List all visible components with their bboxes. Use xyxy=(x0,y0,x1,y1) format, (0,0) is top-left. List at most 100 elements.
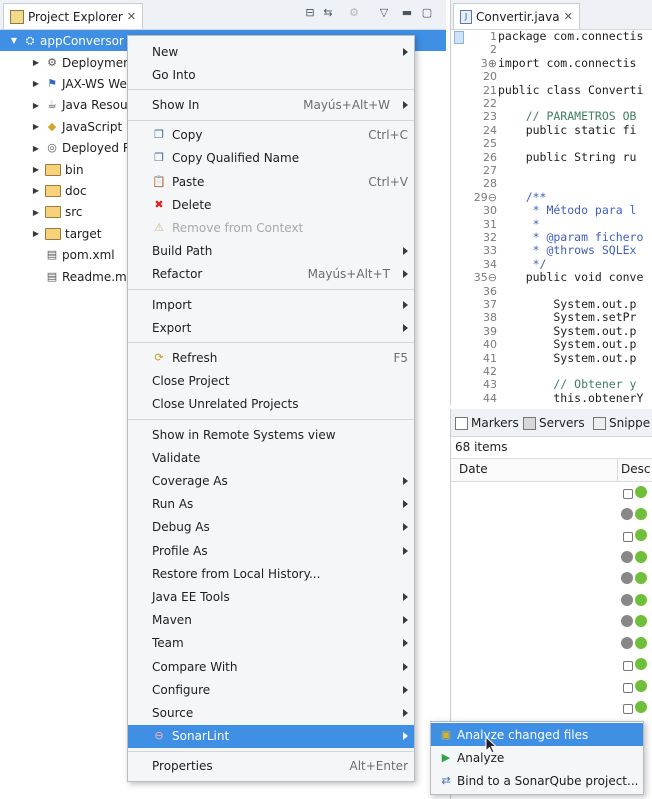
line-number: 22 xyxy=(483,97,497,110)
menu-item-copy-qualified-name[interactable]: ❐Copy Qualified Name xyxy=(128,147,414,170)
expand-arrow-icon[interactable]: ▶ xyxy=(32,122,40,132)
column-divider[interactable] xyxy=(617,459,618,481)
tab-convertir-java[interactable]: J Convertir.java ✕ xyxy=(453,3,580,29)
line-number: 2 xyxy=(490,43,497,57)
tree-item-src[interactable]: ▶src xyxy=(0,202,83,223)
menu-separator xyxy=(128,419,414,420)
menu-item-close-unrelated-projects[interactable]: Close Unrelated Projects xyxy=(128,393,414,416)
bug-icon xyxy=(621,507,633,520)
menu-item-new[interactable]: New xyxy=(128,40,414,63)
collapse-all-icon[interactable]: ⊟ xyxy=(305,6,315,19)
tree-item-pom-xml[interactable]: ▤pom.xml xyxy=(0,245,115,266)
column-date[interactable]: Date xyxy=(459,462,488,476)
menu-item-profile-as[interactable]: Profile As xyxy=(128,539,414,562)
code-line[interactable]: System.setPr xyxy=(498,310,637,325)
expand-arrow-icon[interactable]: ▶ xyxy=(32,229,40,239)
menu-item-restore-from-local-history[interactable]: Restore from Local History... xyxy=(128,562,414,585)
menu-item-export[interactable]: Export xyxy=(128,316,414,339)
menu-item-java-ee-tools[interactable]: Java EE Tools xyxy=(128,585,414,608)
minimize-icon[interactable]: ▬ xyxy=(401,6,413,19)
code-line[interactable]: public class Converti xyxy=(498,82,644,97)
code-line[interactable]: public static fi xyxy=(498,122,637,137)
folder-icon xyxy=(45,227,61,240)
tree-item-deployment[interactable]: ▶⚙Deployment xyxy=(0,52,135,73)
code-line[interactable]: */ xyxy=(498,256,547,271)
code-line[interactable]: System.out.p xyxy=(498,297,637,311)
code-line[interactable]: import com.connectis xyxy=(498,55,637,70)
menu-item-go-into[interactable]: Go Into xyxy=(128,63,414,86)
menu-item-source[interactable]: Source xyxy=(128,701,414,724)
menu-item-maven[interactable]: Maven xyxy=(128,609,414,632)
line-number: 44 xyxy=(483,391,497,405)
menu-item-close-project[interactable]: Close Project xyxy=(128,370,414,393)
link-with-editor-icon[interactable]: ⇆ xyxy=(323,6,333,19)
expand-arrow-icon[interactable]: ▶ xyxy=(32,143,40,153)
tree-item-deployed-re[interactable]: ▶◎Deployed Re xyxy=(0,138,138,159)
expand-arrow-icon[interactable]: ▶ xyxy=(32,79,40,89)
code-line[interactable]: System.out.p xyxy=(498,337,637,352)
code-line[interactable]: // Obtener y xyxy=(498,377,637,392)
menu-item-debug-as[interactable]: Debug As xyxy=(128,516,414,539)
deployment-descriptor-icon: ⚙ xyxy=(47,55,57,69)
menu-item-show-in-remote-systems-view[interactable]: Show in Remote Systems view xyxy=(128,423,414,446)
code-line[interactable]: public void conve xyxy=(498,270,644,285)
tab-snippets[interactable]: Snippe xyxy=(593,413,650,433)
menu-item-import[interactable]: Import xyxy=(128,293,414,316)
code-line[interactable]: public String ru xyxy=(498,149,637,164)
code-line[interactable]: package com.connectis xyxy=(498,29,644,43)
tree-item-doc[interactable]: ▶doc xyxy=(0,180,87,201)
tree-item-java-resource[interactable]: ▶☕Java Resource xyxy=(0,95,146,116)
code-line[interactable]: this.obtenerY xyxy=(498,390,644,405)
code-line[interactable]: * xyxy=(498,216,540,231)
tree-item-bin[interactable]: ▶bin xyxy=(0,159,84,180)
column-description[interactable]: Desc xyxy=(621,462,651,476)
menu-item-run-as[interactable]: Run As xyxy=(128,493,414,516)
lock-icon xyxy=(623,704,633,714)
code-line[interactable]: System.out.p xyxy=(498,323,637,338)
tree-item-javascript-re[interactable]: ▶◆JavaScript Re xyxy=(0,116,141,137)
expand-arrow-icon[interactable]: ▶ xyxy=(32,186,40,196)
code-line[interactable]: * @throws SQLEx xyxy=(498,243,637,258)
menu-item-sonarlint[interactable]: ⊖SonarLint xyxy=(128,724,414,748)
tree-item-label: Readme.md xyxy=(62,269,135,284)
submenu-arrow-icon xyxy=(403,300,408,309)
tree-item-target[interactable]: ▶target xyxy=(0,223,102,244)
code-line[interactable]: * Método para l xyxy=(498,203,637,218)
code-line[interactable]: /** xyxy=(498,189,547,204)
expand-arrow-icon[interactable]: ▶ xyxy=(32,207,40,217)
expand-arrow-icon[interactable]: ▼ xyxy=(10,36,18,45)
menu-item-coverage-as[interactable]: Coverage As xyxy=(128,469,414,492)
tree-item-readme-md[interactable]: ▤Readme.md xyxy=(0,266,135,287)
close-icon[interactable]: ✕ xyxy=(126,10,137,23)
tree-item-jax-ws-web[interactable]: ▶⚑JAX-WS Web xyxy=(0,73,135,94)
expand-arrow-icon[interactable]: ▶ xyxy=(32,165,40,174)
submenu-item-analyze[interactable]: ▶Analyze xyxy=(431,746,643,769)
menu-item-delete[interactable]: ✖Delete xyxy=(128,193,414,216)
tab-markers[interactable]: Markers xyxy=(455,413,519,433)
maximize-icon[interactable]: ▢ xyxy=(421,6,433,19)
view-menu-icon[interactable]: ▽ xyxy=(379,6,389,19)
close-icon[interactable]: ✕ xyxy=(563,10,573,23)
code-line[interactable]: * @param fichero xyxy=(498,230,644,244)
expand-arrow-icon[interactable]: ▶ xyxy=(32,58,40,67)
tab-project-explorer[interactable]: Project Explorer ✕ xyxy=(3,3,144,29)
menu-item-configure[interactable]: Configure xyxy=(128,678,414,701)
menu-item-compare-with[interactable]: Compare With xyxy=(128,655,414,678)
menu-item-build-path[interactable]: Build Path xyxy=(128,240,414,263)
code-line[interactable]: System.out.p xyxy=(498,350,637,365)
submenu-item-bind-to-a-sonarqube-project[interactable]: ⇄Bind to a SonarQube project... xyxy=(431,770,643,793)
filter-icon[interactable]: ⚙ xyxy=(349,6,359,19)
menu-item-validate[interactable]: Validate xyxy=(128,446,414,469)
expand-arrow-icon[interactable]: ▶ xyxy=(32,100,40,110)
javascript-resources-icon: ◆ xyxy=(47,119,57,133)
code-line[interactable]: // PARAMETROS OB xyxy=(498,109,637,124)
submenu-item-analyze-changed-files[interactable]: ▣Analyze changed files xyxy=(431,723,643,746)
menu-item-team[interactable]: Team xyxy=(128,632,414,655)
tab-servers[interactable]: Servers xyxy=(523,413,585,433)
